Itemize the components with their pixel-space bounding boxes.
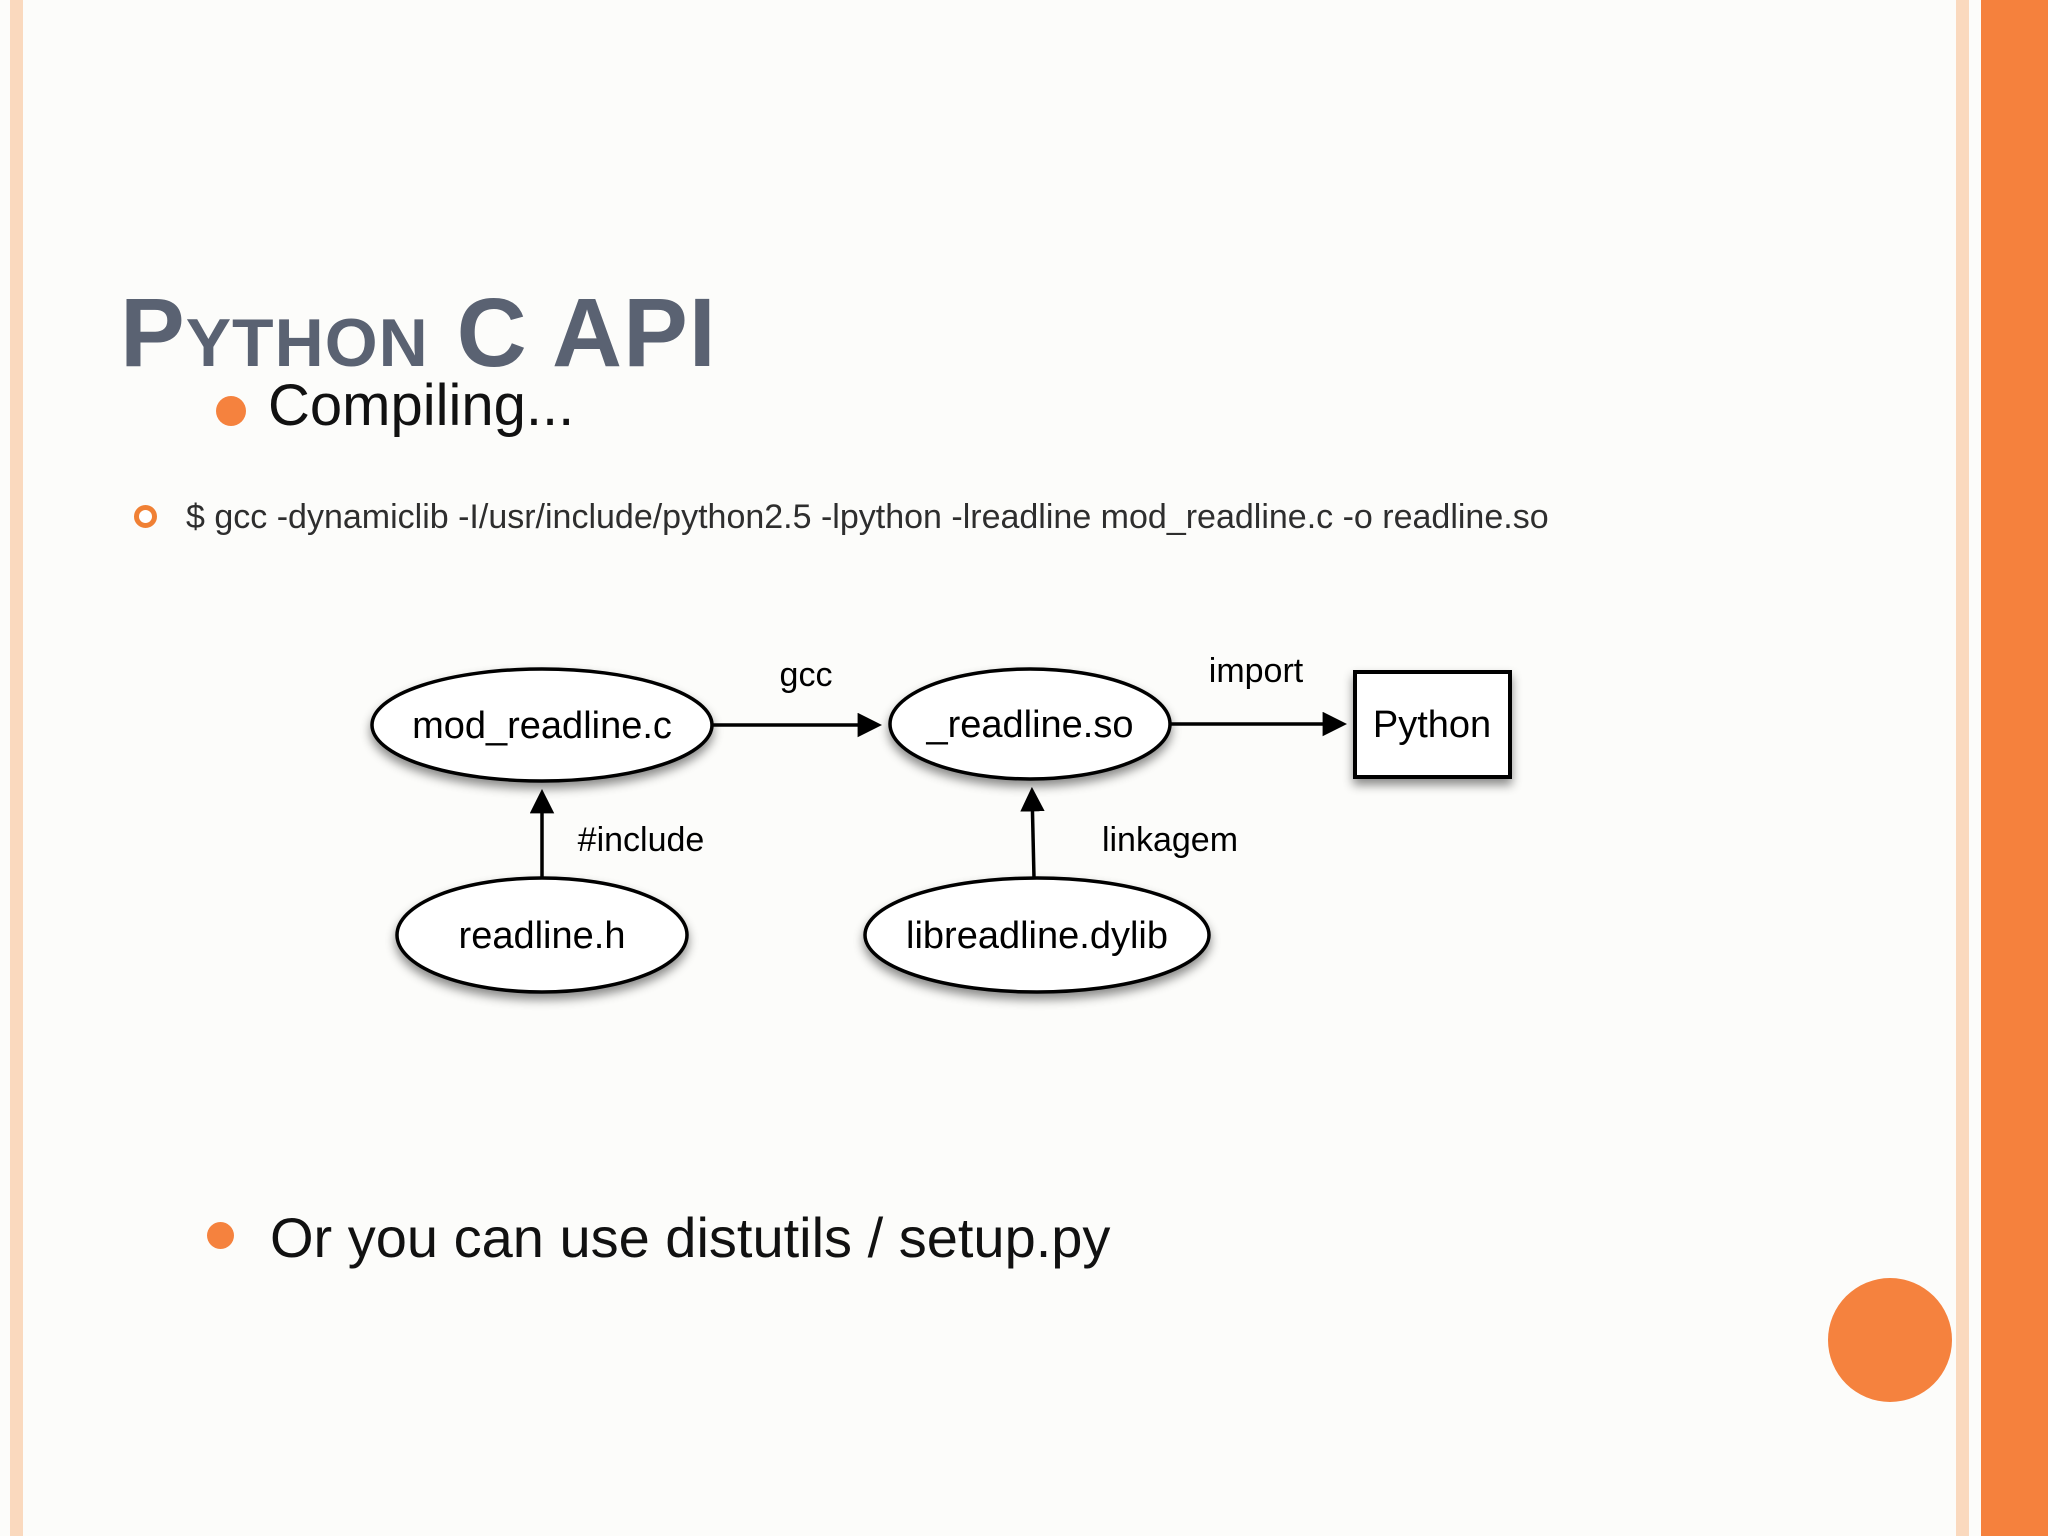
node-libreadline-dylib (863, 876, 1211, 994)
node-readline-so (888, 667, 1172, 781)
gcc-command-text: $ gcc -dynamiclib -I/usr/include/python2… (186, 498, 1549, 536)
edge-label-linkagem: linkagem (1102, 821, 1238, 859)
compile-flow-diagram: gcc import #include linkagem mod_readlin… (370, 652, 1512, 994)
bullet-dot-icon (216, 396, 246, 426)
node-label-mod-readline-c: mod_readline.c (412, 705, 672, 747)
edge-label-gcc: gcc (780, 656, 833, 694)
node-label-readline-so: _readline.so (925, 704, 1133, 746)
corner-accent-circle (1828, 1278, 1952, 1402)
right-accent-band (1981, 0, 2048, 1536)
node-label-python: Python (1373, 704, 1491, 746)
node-label-readline-h: readline.h (459, 915, 626, 957)
slide-title: Python C API (120, 277, 717, 387)
right-accent-stripe (1956, 0, 1969, 1536)
node-python (1353, 670, 1512, 779)
bullet-dot-icon (207, 1222, 234, 1249)
hollow-bullet-icon (134, 505, 157, 528)
left-accent-stripe (10, 0, 23, 1536)
edge-label-import: import (1209, 652, 1304, 690)
bullet-distutils: Or you can use distutils / setup.py (270, 1206, 1111, 1269)
edge-label-include: #include (578, 821, 705, 859)
node-readline-h (395, 876, 689, 994)
node-label-libreadline-dylib: libreadline.dylib (906, 915, 1168, 957)
edge-linkagem-arrow (1020, 786, 1045, 879)
node-mod-readline-c (370, 667, 714, 783)
bullet-compiling: Compiling... (268, 373, 575, 438)
